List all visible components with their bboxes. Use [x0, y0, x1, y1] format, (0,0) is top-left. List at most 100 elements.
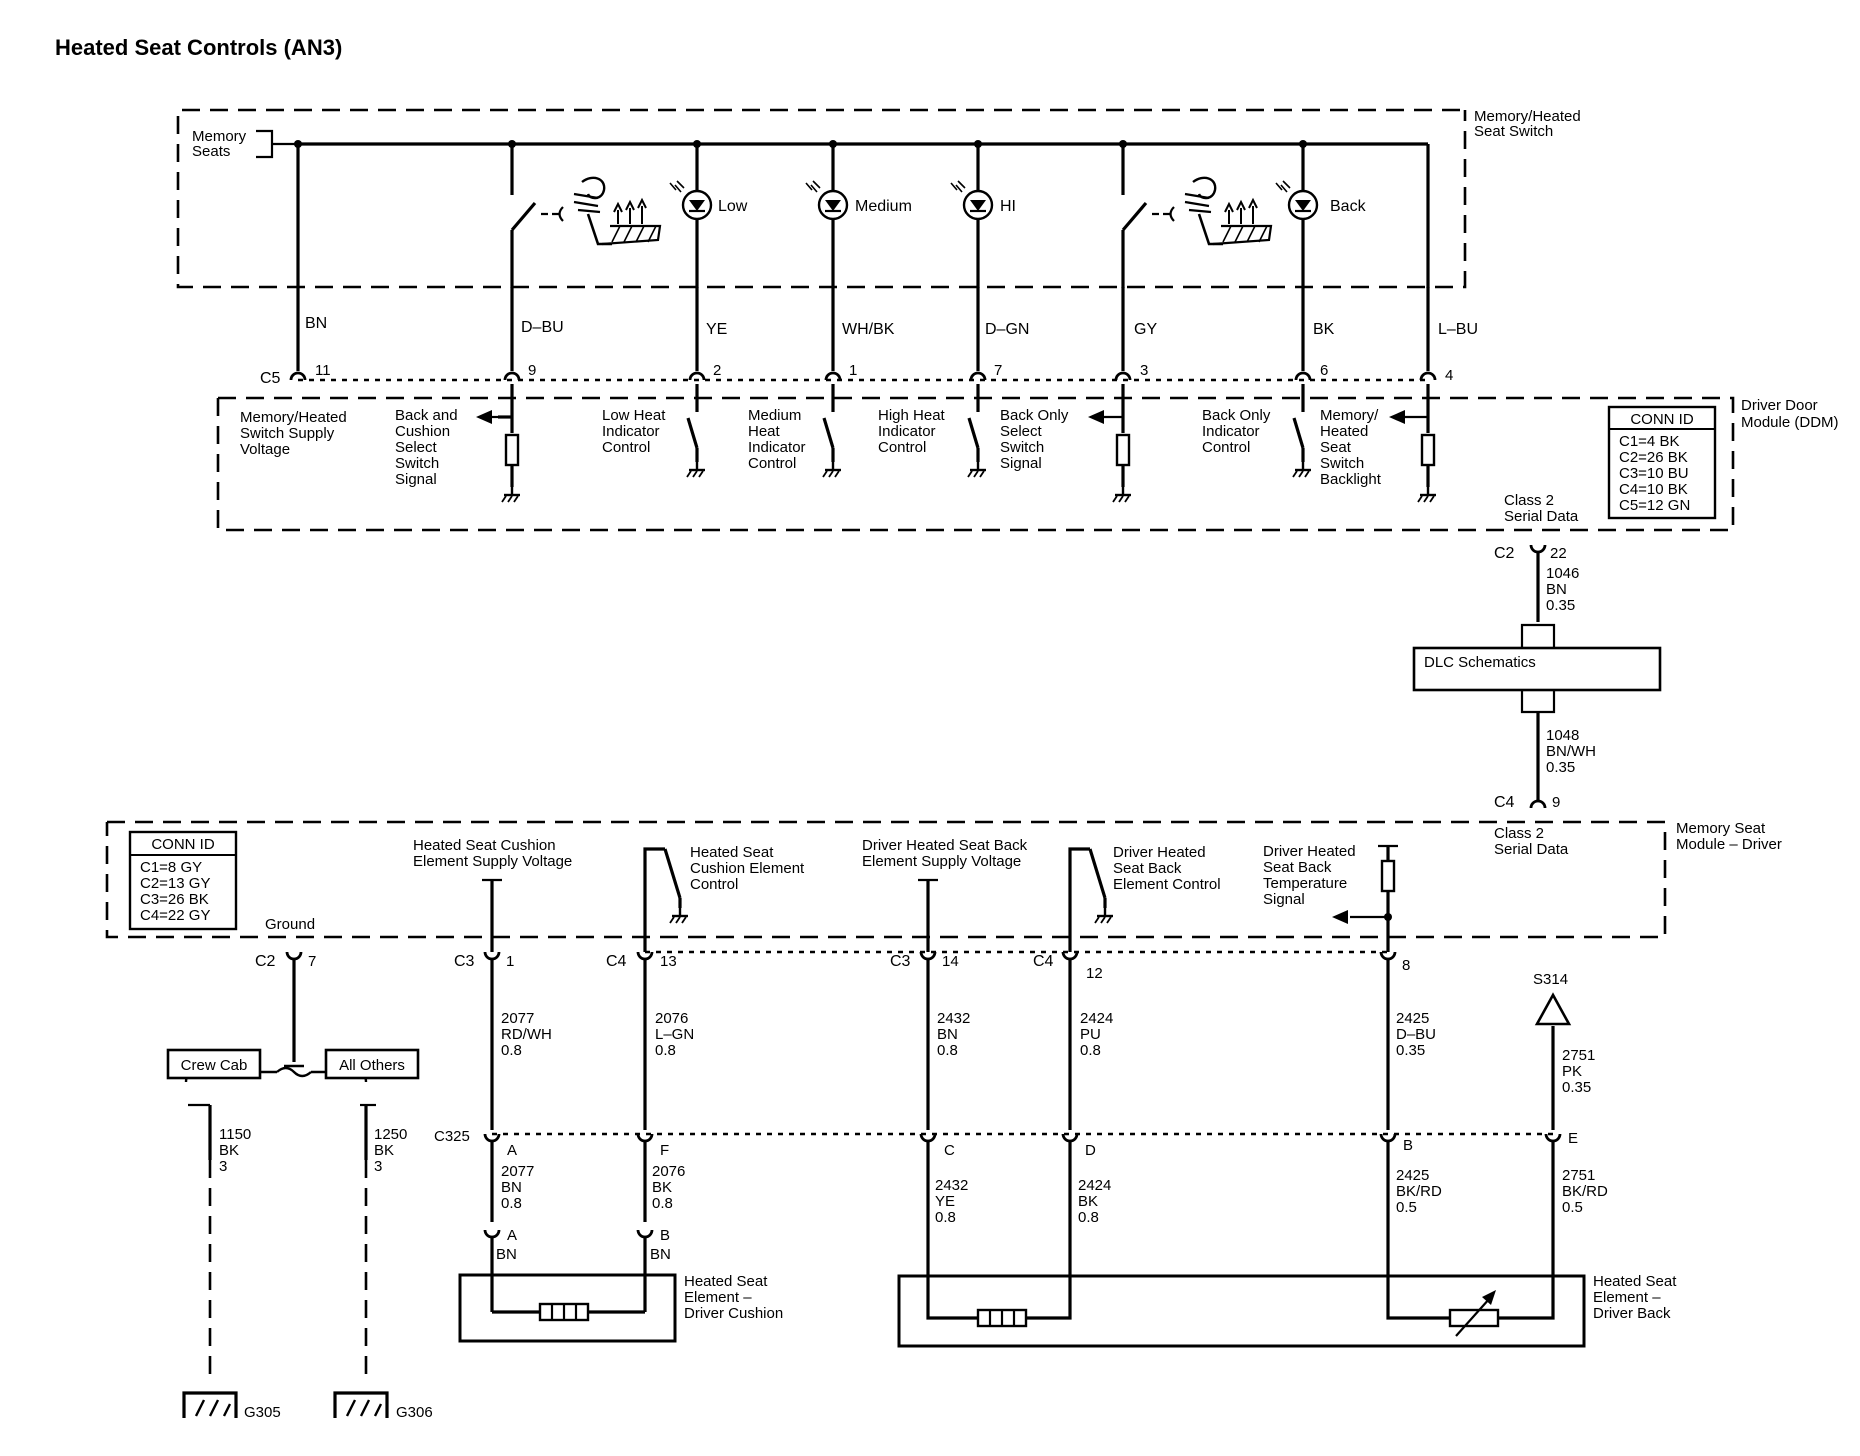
- conn-id-entry: C1=4 BK: [1619, 433, 1679, 450]
- wire-label: 0.8: [1078, 1209, 1099, 1226]
- heated-seat-element-cushion: A B BN BN Heated Seat Element – Driver C…: [458, 1227, 783, 1343]
- circuit-label: Control: [690, 876, 738, 893]
- wire-label: 0.5: [1396, 1199, 1417, 1216]
- conn-id-title: CONN ID: [1630, 411, 1694, 428]
- all-others-label: All Others: [339, 1057, 405, 1074]
- wire-label: 0.35: [1546, 597, 1575, 614]
- dlc-schematics-box: DLC Schematics: [1424, 654, 1536, 671]
- wire-label: 2077: [501, 1010, 534, 1027]
- conn-id-entry: C3=10 BU: [1619, 465, 1689, 482]
- wire-color: WH/BK: [842, 321, 895, 338]
- circuit-label: Heated Seat Cushion: [413, 837, 556, 854]
- pin-number: 14: [942, 953, 959, 970]
- pin-number: 1: [849, 362, 857, 379]
- wire-label: 2432: [935, 1177, 968, 1194]
- wire-label: D–BU: [1396, 1026, 1436, 1043]
- pin-letter: B: [1403, 1137, 1413, 1154]
- circuit-label: Back Only: [1202, 407, 1271, 424]
- wire-label: BK: [1078, 1193, 1098, 1210]
- wire-color: BK: [1313, 321, 1335, 338]
- memory-seat-module: Memory Seat Module – Driver Class 2 Seri…: [105, 820, 1782, 952]
- ground-id: G306: [396, 1404, 433, 1421]
- wire-color: L–BU: [1438, 321, 1478, 338]
- wire-label: BK: [374, 1142, 394, 1159]
- circuit-label: Heated: [1320, 423, 1368, 440]
- element-name: Driver Cushion: [684, 1305, 783, 1322]
- led-low-icon: [668, 179, 713, 221]
- seat-back-icon: [1183, 176, 1273, 246]
- wire-label: L–GN: [655, 1026, 694, 1043]
- circuit-label: Indicator: [602, 423, 660, 440]
- ddm-name: Module (DDM): [1741, 414, 1839, 431]
- ground-label: Ground: [265, 916, 315, 933]
- element-name: Element –: [684, 1289, 752, 1306]
- memory-seats-label: Seats: [192, 143, 230, 160]
- led-back-icon: [1274, 179, 1319, 221]
- pin-number: 8: [1402, 957, 1410, 974]
- conn-id-title: CONN ID: [151, 836, 215, 853]
- led-hi-label: HI: [1000, 198, 1016, 215]
- pin-number: 7: [994, 362, 1002, 379]
- circuit-label: Switch Supply: [240, 425, 335, 442]
- circuit-label: Element Control: [1113, 876, 1221, 893]
- wire-label: 0.35: [1562, 1079, 1591, 1096]
- wire-label: 2424: [1080, 1010, 1113, 1027]
- serial-data-label: Class 2: [1494, 825, 1544, 842]
- wire-color: YE: [706, 321, 727, 338]
- wire-label: 1150: [219, 1126, 251, 1143]
- circuit-label: Medium: [748, 407, 801, 424]
- element-name: Element –: [1593, 1289, 1661, 1306]
- pin-letter: A: [507, 1142, 517, 1159]
- circuit-label: High Heat: [878, 407, 946, 424]
- wire-label: 1250: [374, 1126, 407, 1143]
- circuit-label: Indicator: [748, 439, 806, 456]
- wire-label: 0.8: [1080, 1042, 1101, 1059]
- conn-id-entry: C4=22 GY: [140, 907, 210, 924]
- pin-color: BN: [650, 1246, 671, 1263]
- wire-label: PK: [1562, 1063, 1582, 1080]
- conn-id-entry: C5=12 GN: [1619, 497, 1690, 514]
- wire-label: BN/WH: [1546, 743, 1596, 760]
- wire-label: 0.35: [1546, 759, 1575, 776]
- conn-id-entry: C1=8 GY: [140, 859, 202, 876]
- seat-cushion-icon: [572, 176, 662, 246]
- msm-pins: C2 7 C3 1 C4 13 C3 14 C4 12 8: [255, 950, 1410, 982]
- circuit-label: Signal: [1263, 891, 1305, 908]
- switch-to-ddm-wires: BN D–BU YE WH/BK D–GN GY BK L–BU: [296, 287, 1478, 371]
- wire-label: 2076: [655, 1010, 688, 1027]
- wire-label: 0.8: [655, 1042, 676, 1059]
- circuit-label: Cushion Element: [690, 860, 805, 877]
- ddm-name: Driver Door: [1741, 397, 1818, 414]
- serial-data-label: Serial Data: [1494, 841, 1569, 858]
- wire-label: RD/WH: [501, 1026, 552, 1043]
- wire-label: 1046: [1546, 565, 1579, 582]
- connector-id: C3: [890, 953, 911, 970]
- led-medium-icon: [804, 179, 849, 221]
- conn-id-entry: C4=10 BK: [1619, 481, 1688, 498]
- wire-color: BN: [305, 315, 327, 332]
- switch-name: Memory/Heated: [1474, 108, 1581, 125]
- circuit-label: Heat: [748, 423, 781, 440]
- connector-id: C4: [606, 953, 627, 970]
- connector-id: C2: [1494, 545, 1515, 562]
- heated-seat-element-back: Heated Seat Element – Driver Back: [897, 1273, 1677, 1348]
- pin-number: 13: [660, 953, 677, 970]
- wire-label: BK: [652, 1179, 672, 1196]
- circuit-label: Voltage: [240, 441, 290, 458]
- pin-number: 3: [1140, 362, 1148, 379]
- connector-id: C325: [434, 1128, 470, 1145]
- circuit-label: Memory/: [1320, 407, 1379, 424]
- circuit-label: Seat: [1320, 439, 1352, 456]
- pin-letter: D: [1085, 1142, 1096, 1159]
- wire-label: BK: [219, 1142, 239, 1159]
- wire-label: 2751: [1562, 1167, 1595, 1184]
- circuit-label: Driver Heated: [1113, 844, 1206, 861]
- ground-branch: Crew Cab All Others 1150 BK 3 1250 BK 3 …: [166, 960, 433, 1421]
- wire-label: BK/RD: [1562, 1183, 1608, 1200]
- connector-c325: C325 A F C D B E: [434, 1128, 1578, 1159]
- pin-number: 4: [1445, 367, 1453, 384]
- conn-id-entry: C2=26 BK: [1619, 449, 1688, 466]
- circuit-label: Control: [602, 439, 650, 456]
- element-name: Heated Seat: [684, 1273, 768, 1290]
- ground-id: G305: [244, 1404, 281, 1421]
